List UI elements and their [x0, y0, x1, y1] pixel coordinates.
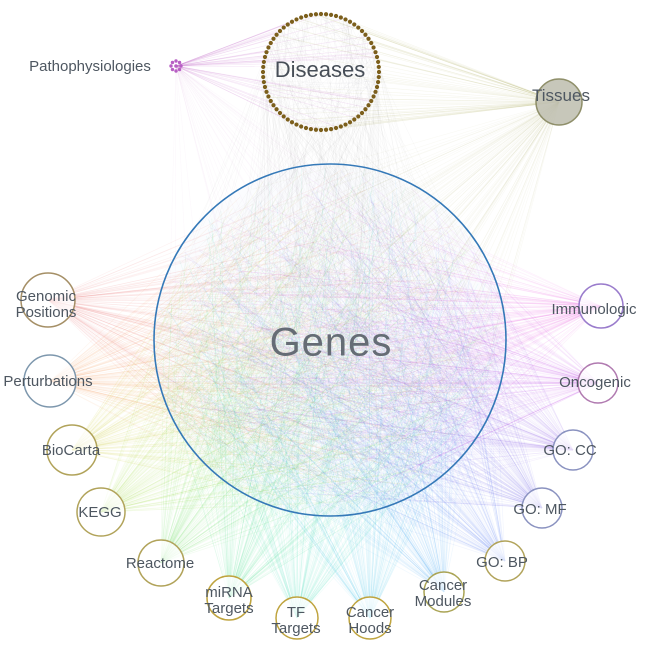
node-label-oncogenic[interactable]: Oncogenic	[559, 373, 631, 391]
node-circle-cancer-modules[interactable]	[423, 571, 465, 613]
node-label-kegg[interactable]: KEGG	[78, 503, 122, 521]
node-label-immunologic[interactable]: Immunologic	[551, 300, 637, 318]
node-label-diseases[interactable]: Diseases	[274, 57, 366, 83]
node-circle-immunologic[interactable]	[578, 283, 624, 329]
node-label-biocarta[interactable]: BioCarta	[41, 441, 101, 459]
node-label-tf-targets[interactable]: TF Targets	[271, 603, 321, 637]
node-circle-mirna-targets[interactable]	[206, 575, 252, 621]
node-label-mirna-targets[interactable]: miRNA Targets	[204, 583, 254, 617]
genes-disc-fill	[154, 164, 506, 516]
node-circle-kegg[interactable]	[76, 487, 126, 537]
node-circle-go-cc[interactable]	[552, 429, 594, 471]
node-circle-tf-targets[interactable]	[275, 596, 319, 640]
node-circle-perturbations[interactable]	[23, 354, 77, 408]
node-circle-pathophysiologies[interactable]	[169, 59, 183, 73]
node-circle-diseases[interactable]	[260, 11, 382, 133]
satellite-nodes	[20, 11, 624, 640]
node-label-genes[interactable]: Genes	[269, 320, 393, 365]
node-label-go-mf[interactable]: GO: MF	[513, 500, 567, 518]
edge-bundles	[47, 13, 602, 619]
node-circle-cancer-hoods[interactable]	[348, 596, 392, 640]
node-label-genomic-positions[interactable]: Genomic Positions	[15, 287, 77, 321]
node-circle-biocarta[interactable]	[46, 424, 98, 476]
node-circle-go-bp[interactable]	[484, 540, 526, 582]
node-circle-reactome[interactable]	[137, 539, 185, 587]
node-circle-oncogenic[interactable]	[577, 362, 619, 404]
node-circle-genomic-positions[interactable]	[20, 272, 76, 328]
node-label-cancer-modules[interactable]: Cancer Modules	[414, 576, 472, 610]
node-label-perturbations[interactable]: Perturbations	[3, 372, 93, 390]
node-circle-genes[interactable]	[153, 163, 507, 517]
node-label-go-bp[interactable]: GO: BP	[476, 553, 528, 571]
node-label-reactome[interactable]: Reactome	[125, 554, 195, 572]
node-label-tissues[interactable]: Tissues	[532, 85, 590, 105]
node-label-pathophysiologies[interactable]: Pathophysiologies	[29, 57, 151, 75]
node-label-cancer-hoods[interactable]: Cancer Hoods	[345, 603, 395, 637]
node-label-go-cc[interactable]: GO: CC	[543, 441, 597, 459]
node-circle-tissues[interactable]	[535, 78, 583, 126]
node-circle-go-mf[interactable]	[521, 487, 563, 529]
